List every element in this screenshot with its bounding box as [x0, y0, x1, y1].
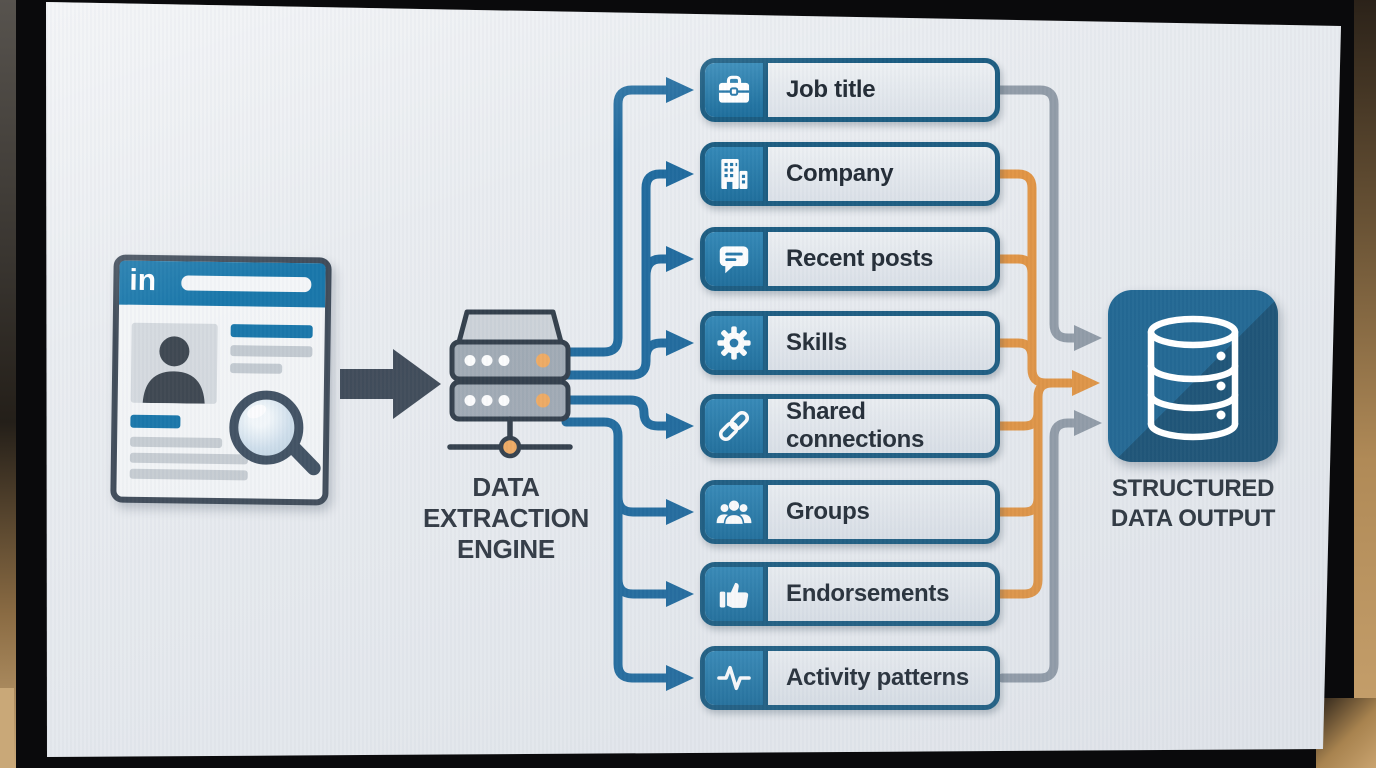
output-label: STRUCTURED DATA OUTPUT: [1083, 474, 1303, 534]
field-label: Skills: [786, 329, 847, 356]
person-silhouette-icon: [142, 336, 205, 404]
field-box-endorsements: Endorsements: [700, 562, 1000, 626]
background-wood-strip: [1354, 0, 1376, 768]
engine-label-line: ENGINE: [457, 534, 555, 564]
profile-name-bar: [230, 324, 313, 339]
gear-icon: [705, 316, 768, 370]
profile-text-bar: [230, 345, 313, 358]
profile-card-header: in: [119, 260, 326, 308]
database-icon: [1147, 315, 1239, 441]
field-label: Endorsements: [786, 580, 950, 607]
server-icon: [440, 300, 580, 464]
output-label-line: STRUCTURED: [1111, 475, 1275, 502]
profile-text-bar: [129, 452, 248, 465]
profile-text-bar: [130, 436, 223, 449]
field-box-shared-connections: Shared connections: [700, 394, 1000, 458]
briefcase-icon: [705, 63, 768, 117]
profile-photo-placeholder: [130, 322, 218, 404]
field-box-job-title: Job title: [700, 58, 1000, 122]
engine-label-line: EXTRACTION: [422, 503, 589, 533]
structured-output-box: [1108, 290, 1278, 462]
building-icon: [705, 147, 768, 201]
field-label: Groups: [786, 498, 870, 525]
field-box-company: Company: [700, 142, 1000, 206]
field-label: Shared connections: [786, 398, 925, 453]
profile-header-bar: [181, 275, 312, 293]
desk-corner-left: [0, 688, 14, 768]
people-icon: [705, 485, 768, 539]
engine-label-line: DATA: [472, 472, 540, 502]
linkedin-profile-card: in: [110, 254, 332, 506]
engine-label: DATA EXTRACTION ENGINE: [396, 472, 616, 565]
chat-bubble-icon: [705, 232, 768, 286]
profile-text-bar: [230, 363, 283, 374]
link-icon: [705, 399, 768, 453]
field-label: Recent posts: [786, 245, 934, 272]
field-box-recent-posts: Recent posts: [700, 227, 1000, 291]
linkedin-logo: in: [129, 263, 157, 298]
field-label: Activity patterns: [786, 664, 969, 691]
field-box-groups: Groups: [700, 480, 1000, 544]
background-wall-strip: [0, 0, 16, 768]
thumbs-up-icon: [705, 567, 768, 621]
field-box-skills: Skills: [700, 311, 1000, 375]
field-label: Company: [786, 160, 894, 187]
desk-corner: [1316, 698, 1376, 768]
field-label: Job title: [786, 76, 876, 103]
field-box-activity-patterns: Activity patterns: [700, 646, 1000, 710]
profile-section-bar: [130, 414, 181, 429]
profile-text-bar: [129, 468, 248, 481]
output-label-line: DATA OUTPUT: [1110, 505, 1276, 532]
activity-icon: [705, 651, 768, 705]
